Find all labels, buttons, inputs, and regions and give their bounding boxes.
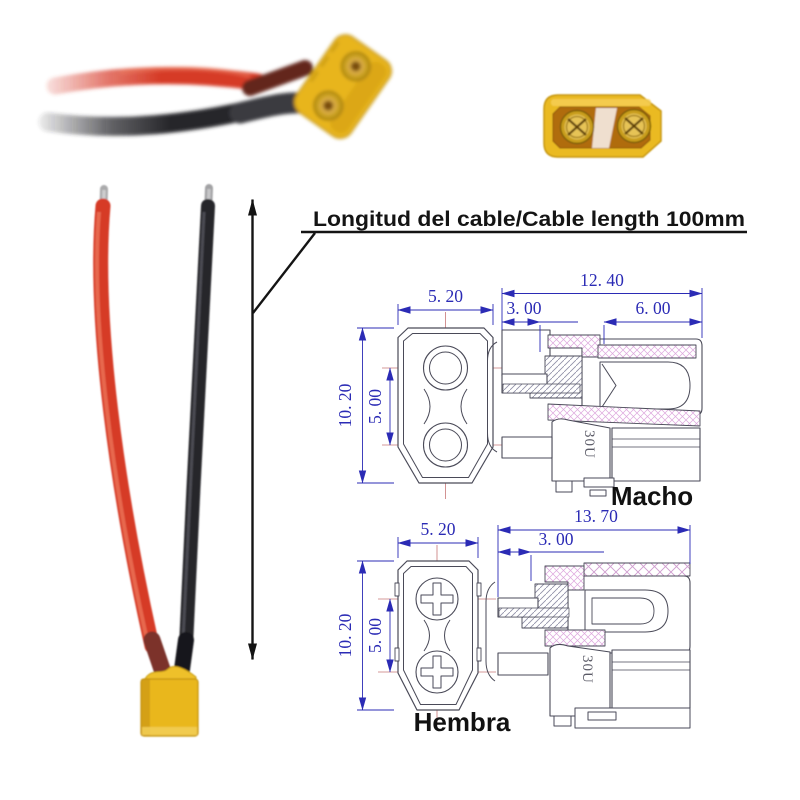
dim-total-length: 13. 70 [574, 506, 618, 526]
foot-tab-2 [583, 477, 615, 488]
red-wire-long [93, 198, 160, 654]
insulator-top [547, 334, 601, 358]
dim-housing-length: 6. 00 [636, 298, 671, 318]
housing-inner-outline [403, 333, 488, 478]
dim-width: 5. 20 [428, 286, 463, 306]
flange-block [501, 329, 551, 377]
face-contact-left [559, 109, 595, 145]
dim-lines [357, 304, 494, 484]
pin-bottom [415, 650, 459, 694]
foot-tab-1 [555, 480, 573, 493]
face-highlight [551, 99, 651, 106]
insulator-band-top [583, 562, 691, 577]
latch-ear-2 [476, 582, 482, 597]
insulator-band-bottom [544, 629, 606, 647]
socket-top [422, 345, 469, 391]
pin-sleeve [584, 589, 669, 633]
photo-cable-with-connector [93, 184, 215, 737]
housing-inner-outline [403, 566, 473, 705]
dim-tab-length: 3. 00 [539, 529, 574, 549]
profile-bracket [485, 581, 496, 682]
insulator-band-bottom [547, 403, 701, 427]
foot-tab-1 [553, 715, 572, 727]
drawing-hembra-side: 30U 13. 70 3. 00 [485, 506, 691, 729]
lower-tab [501, 436, 553, 459]
hembra-label: Hembra [414, 707, 511, 737]
housing-lines [612, 661, 690, 671]
latch-ear-3 [394, 647, 400, 662]
foot-tab-3 [589, 489, 607, 497]
drawing-macho-side: 30U 12. 40 3. 00 6. 00 Macho [487, 270, 703, 511]
socket-bottom-inner [429, 428, 462, 462]
photo-connector-with-wires [38, 34, 392, 139]
dim-height: 10. 20 [335, 613, 355, 657]
housing-marking: 30U [581, 430, 597, 459]
black-wire [38, 98, 268, 136]
red-wire-long-highlight [95, 211, 149, 641]
red-heatshrink [242, 60, 313, 96]
yellow-connector-bottom [140, 666, 199, 737]
dim-pitch: 5. 00 [365, 618, 385, 653]
housing-marking: 30U [579, 655, 595, 684]
face-contact-right [616, 108, 652, 144]
socket-top-inner [429, 351, 462, 385]
housing-lower-right [611, 649, 691, 709]
dim-pitch: 5. 00 [365, 389, 385, 424]
profile-bracket [487, 341, 498, 453]
pin-sleeve-inner [591, 597, 655, 625]
photo-connector-face [543, 94, 662, 158]
cable-length-text: Longitud del cable/Cable length 100mm [313, 208, 745, 231]
housing-lines [612, 438, 700, 448]
housing-lower-left [549, 643, 611, 717]
dim-height: 10. 20 [335, 383, 355, 427]
black-wire-long [179, 199, 215, 653]
solder-tab-hatch [502, 383, 581, 394]
dim-lines [497, 525, 691, 597]
leader-line [252, 232, 316, 314]
dim-width: 5. 20 [421, 519, 456, 539]
web-curves [423, 388, 468, 425]
black-wire-long-highlight [181, 211, 206, 641]
pin-bottom-cross [420, 655, 454, 689]
socket-bottom [422, 422, 469, 468]
red-wire [46, 67, 267, 95]
dim-tab-length: 3. 00 [507, 298, 542, 318]
housing-outline [397, 327, 494, 484]
latch-ear-1 [394, 582, 400, 597]
yellow-connector-body [293, 34, 392, 139]
web-curves [423, 619, 451, 652]
solder-tab-hatch [498, 607, 570, 618]
lower-tab [497, 652, 549, 676]
face-glare [592, 108, 617, 148]
dim-lines [501, 288, 703, 352]
pin-top-cross [420, 582, 454, 616]
cable-length-annotation: Longitud del cable/Cable length 100mm [248, 199, 747, 660]
housing-lower-left [551, 418, 611, 482]
drawing-hembra-front: 5. 20 10. 20 5. 00 Hembra [335, 519, 511, 737]
insulator-band-top [597, 344, 697, 359]
dim-total-length: 12. 40 [580, 270, 624, 290]
foot-tab-2 [587, 711, 617, 721]
cavity-cone [601, 363, 617, 408]
dim-lines [357, 537, 479, 711]
red-wire-highlight [119, 66, 251, 78]
macho-label: Macho [611, 481, 693, 511]
housing-lower-right [611, 427, 701, 482]
socket-cavity [599, 361, 691, 410]
pin-top [415, 577, 459, 621]
drawing-macho-front: 5. 20 10. 20 5. 00 [335, 286, 509, 499]
latch-ear-4 [476, 647, 482, 662]
